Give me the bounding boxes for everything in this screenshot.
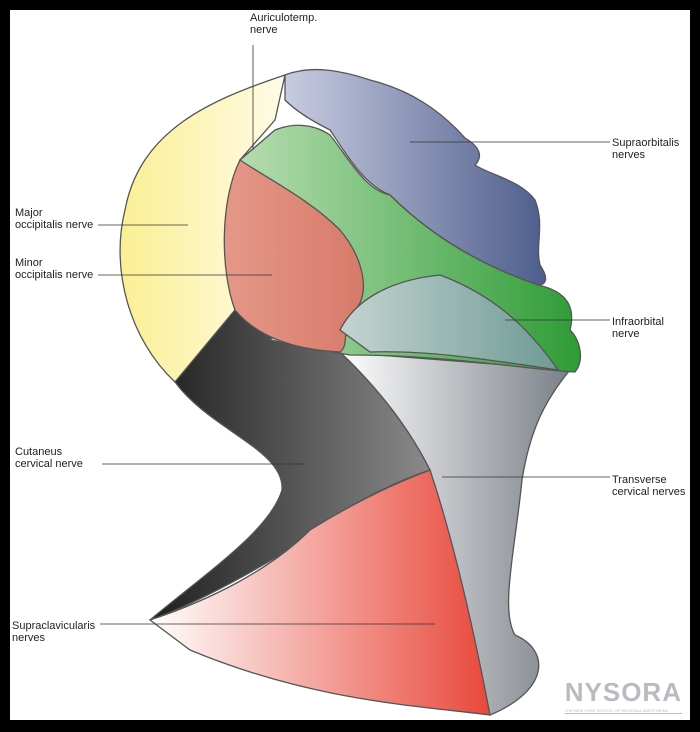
label-auriculotemp: Auriculotemp. nerve: [250, 12, 318, 36]
minor-occipitalis-region: [223, 159, 365, 353]
diagram-canvas: Auriculotemp. nerve Supraorbitalis nerve…: [10, 10, 690, 720]
logo-tagline: THE NEW YORK SCHOOL OF REGIONAL ANESTHES…: [564, 708, 682, 714]
label-infraorbital: Infraorbital nerve: [612, 316, 664, 340]
logo-text: NYSORA: [564, 677, 682, 707]
leader-lines: [98, 45, 610, 625]
label-minor-occipitalis: Minor occipitalis nerve: [15, 257, 94, 281]
supraorbitalis-region: [284, 68, 547, 286]
label-supraorbitalis: Supraorbitalis nerves: [612, 137, 680, 161]
label-supraclavicularis: Supraclavicularis nerves: [12, 620, 96, 644]
transverse-cervical-region: [338, 351, 572, 716]
head-neck-diagram: [98, 45, 610, 716]
nysora-logo: NYSORA THE NEW YORK SCHOOL OF REGIONAL A…: [564, 677, 682, 714]
maxillary-region: [339, 274, 560, 371]
label-cutaneus-cervical: Cutaneus cervical nerve: [15, 446, 83, 470]
supraclavicularis-region: [148, 469, 491, 716]
label-transverse-cervical: Transverse cervical nerves: [612, 474, 686, 498]
label-major-occipitalis: Major occipitalis nerve: [15, 207, 94, 231]
